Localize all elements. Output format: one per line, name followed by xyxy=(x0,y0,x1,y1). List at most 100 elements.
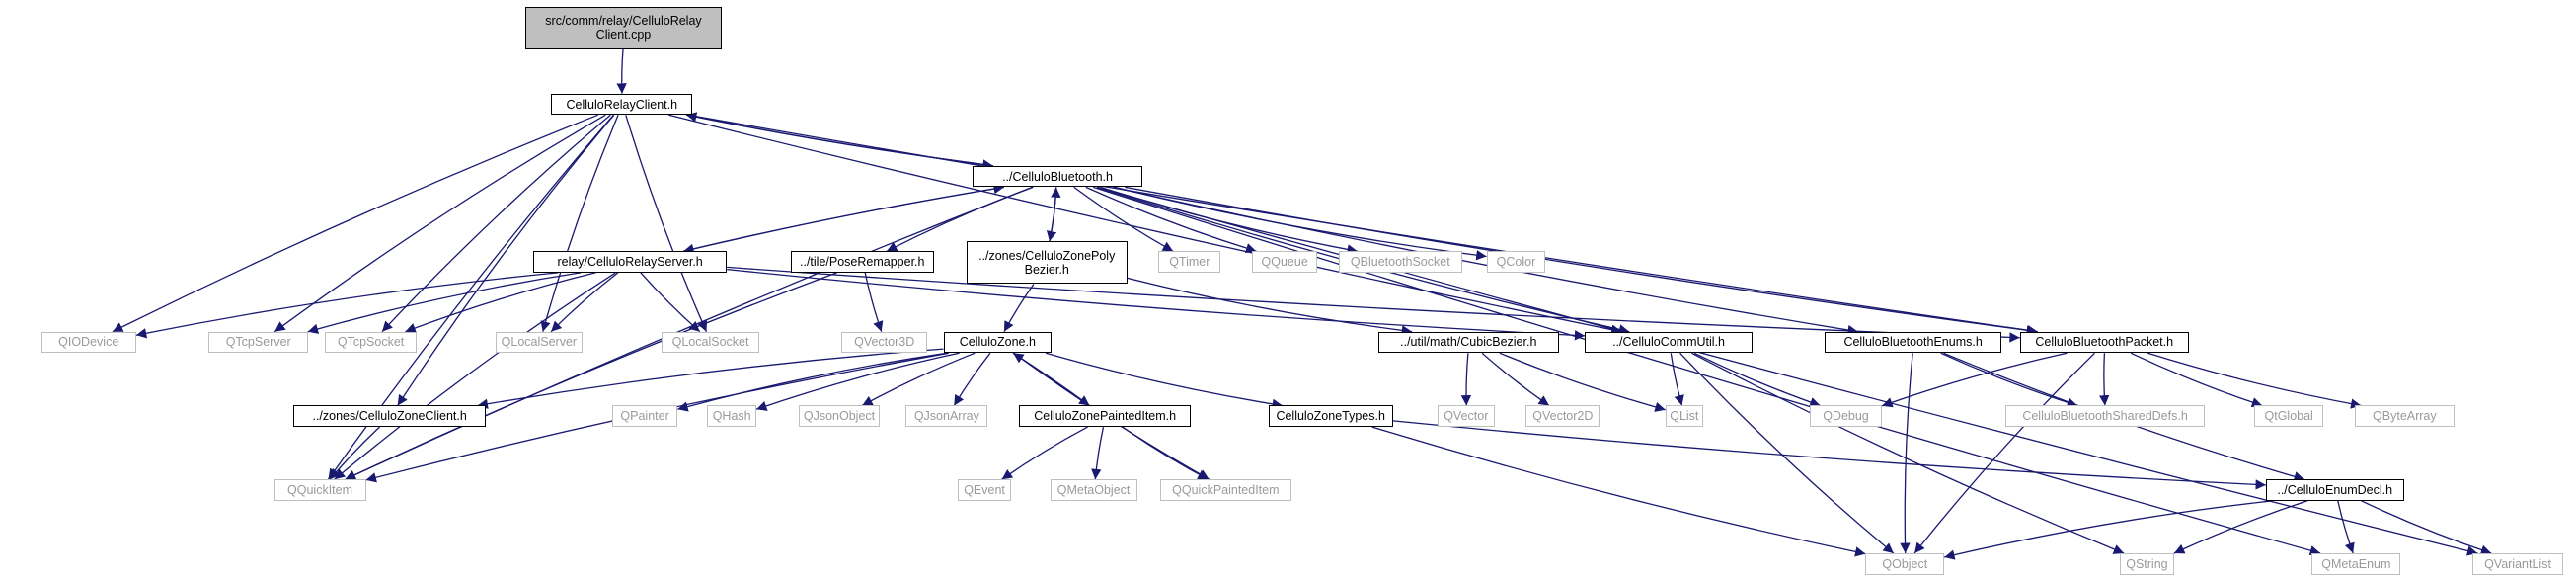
node-qba: QByteArray xyxy=(2354,405,2456,428)
edge-czpi-to-cz xyxy=(1012,352,1090,407)
node-qtglobal: QtGlobal xyxy=(2254,405,2324,428)
edge-cb-to-crc xyxy=(685,112,993,167)
edge-crs-to-ccu xyxy=(727,268,1586,341)
edge-crs-to-qls xyxy=(550,272,619,333)
edge-cb-to-cbp xyxy=(1125,186,2038,336)
node-root[interactable]: src/comm/relay/CelluloRelay Client.cpp xyxy=(524,6,723,49)
edge-ccu-to-qobject xyxy=(1679,352,1895,554)
node-qjo: QJsonObject xyxy=(799,405,880,428)
edge-cubic-to-qvector xyxy=(1460,353,1472,406)
edge-crc-to-qlsock xyxy=(625,115,708,332)
edge-crc-to-qtcps xyxy=(273,114,606,333)
edge-pr-to-qv3d xyxy=(864,272,884,332)
node-qlist: QList xyxy=(1665,405,1703,428)
node-cubic[interactable]: ../util/math/CubicBezier.h xyxy=(1377,331,1559,354)
node-cbsd: CelluloBluetoothSharedDefs.h xyxy=(2004,405,2206,428)
edge-crs-to-cb xyxy=(683,183,1005,252)
node-qiod: QIODevice xyxy=(40,331,136,354)
node-qvl: QVariantList xyxy=(2472,553,2563,575)
node-qv3d: QVector3D xyxy=(841,331,927,354)
node-crs[interactable]: relay/CelluloRelayServer.h xyxy=(533,251,728,273)
node-qlsock: QLocalSocket xyxy=(661,331,760,354)
node-qdebug: QDebug xyxy=(1809,405,1883,428)
edge-cubic-to-qlist xyxy=(1499,352,1666,412)
node-qls: QLocalServer xyxy=(495,331,583,354)
edge-cb-to-qqueue xyxy=(1085,186,1257,254)
edge-czt-to-qobject xyxy=(1371,426,1866,557)
node-czpi[interactable]: CelluloZonePaintedItem.h xyxy=(1018,405,1192,428)
edge-czc-to-qqi xyxy=(329,426,380,480)
node-qbts: QBluetoothSocket xyxy=(1339,251,1462,273)
edge-czpi-to-qmo xyxy=(1091,426,1105,480)
node-qja: QJsonArray xyxy=(905,405,988,428)
edge-crc-to-qqi xyxy=(327,114,614,480)
edge-cbp-to-cbsd xyxy=(2099,353,2110,406)
edge-cb-to-qme xyxy=(1093,186,2321,556)
node-qqi: QQuickItem xyxy=(273,479,366,501)
edge-crs-to-qtcps xyxy=(307,272,582,334)
node-qqpi: QQuickPaintedItem xyxy=(1159,479,1291,501)
node-cz[interactable]: CelluloZone.h xyxy=(943,331,1053,354)
edge-crs-to-cbp xyxy=(727,266,2020,343)
edge-czpi-to-qqpi xyxy=(1122,426,1210,480)
edge-crc-to-qtcpsock xyxy=(381,114,611,333)
edge-czpb-to-cubic xyxy=(1127,277,1413,336)
node-qobject: QObject xyxy=(1865,553,1945,575)
node-qpainter: QPainter xyxy=(611,405,678,428)
edge-cbp-to-qdebug xyxy=(1881,352,2068,408)
edge-ccu-to-qlist xyxy=(1670,353,1684,406)
edge-czpi-to-qevent xyxy=(1001,426,1088,480)
node-ccu[interactable]: ../CelluloCommUtil.h xyxy=(1585,331,1753,354)
edge-ced-to-qvl xyxy=(2361,500,2492,555)
node-cbp[interactable]: CelluloBluetoothPacket.h xyxy=(2019,331,2189,354)
edge-crc-to-ccu xyxy=(668,114,1622,335)
edge-crc-to-cbp xyxy=(687,114,2038,336)
edge-cubic-to-qv2d xyxy=(1481,352,1550,407)
edge-ced-to-qobject xyxy=(1944,500,2273,560)
edge-czpb-to-cb xyxy=(1049,187,1061,242)
edge-cb-to-cbe xyxy=(1112,186,1859,336)
node-qcolor: QColor xyxy=(1486,251,1546,273)
edge-cbe-to-qobject xyxy=(1900,353,1913,554)
node-czt[interactable]: CelluloZoneTypes.h xyxy=(1268,405,1393,428)
node-pr[interactable]: ../tile/PoseRemapper.h xyxy=(790,251,934,273)
edge-crs-to-qtcpsock xyxy=(405,272,596,333)
edge-root-to-crc xyxy=(616,48,627,94)
node-qhash: QHash xyxy=(707,405,757,428)
node-qevent: QEvent xyxy=(958,479,1011,501)
edge-crc-to-qls xyxy=(540,115,619,332)
node-ced[interactable]: ../CelluloEnumDecl.h xyxy=(2265,479,2404,501)
node-qmo: QMetaObject xyxy=(1050,479,1137,501)
edge-pr-to-qqi xyxy=(345,272,837,480)
node-czc[interactable]: ../zones/CelluloZoneClient.h xyxy=(293,405,486,428)
edge-cb-to-qbts xyxy=(1100,186,1359,255)
edge-cz-to-qhash xyxy=(755,352,960,411)
edge-ced-to-qme xyxy=(2337,500,2355,554)
node-qtcpsock: QTcpSocket xyxy=(325,331,418,354)
node-cbe[interactable]: CelluloBluetoothEnums.h xyxy=(1824,331,2002,354)
edge-layer xyxy=(112,48,2492,560)
node-qvector: QVector xyxy=(1437,405,1495,428)
edge-cb-to-crs xyxy=(683,186,1005,254)
edge-crc-to-czc xyxy=(397,114,615,406)
edge-cb-to-qtimer xyxy=(1073,186,1174,252)
node-crc[interactable]: CelluloRelayClient.h xyxy=(551,93,693,116)
edge-ced-to-qstring xyxy=(2173,500,2308,554)
node-qtcps: QTcpServer xyxy=(208,331,309,354)
edge-czpb-to-cz xyxy=(1003,284,1035,333)
edge-cz-to-czc xyxy=(477,348,944,409)
node-cb[interactable]: ../CelluloBluetooth.h xyxy=(973,165,1142,188)
edge-czt-to-ced xyxy=(1392,420,2266,490)
node-czpb[interactable]: ../zones/CelluloZonePoly Bezier.h xyxy=(966,241,1128,285)
node-qme: QMetaEnum xyxy=(2311,553,2401,575)
edge-crs-to-qqi xyxy=(334,272,616,480)
edge-cz-to-qjo xyxy=(861,352,976,407)
node-qtimer: QTimer xyxy=(1158,251,1221,273)
edge-crc-to-qiod xyxy=(112,114,598,333)
edge-cbp-to-qba xyxy=(2147,352,2362,409)
node-qqueue: QQueue xyxy=(1251,251,1318,273)
edge-cz-to-qja xyxy=(953,352,991,406)
node-qstring: QString xyxy=(2120,553,2174,575)
edge-cbp-to-qobject xyxy=(1913,352,2095,554)
node-qv2d: QVector2D xyxy=(1525,405,1600,428)
